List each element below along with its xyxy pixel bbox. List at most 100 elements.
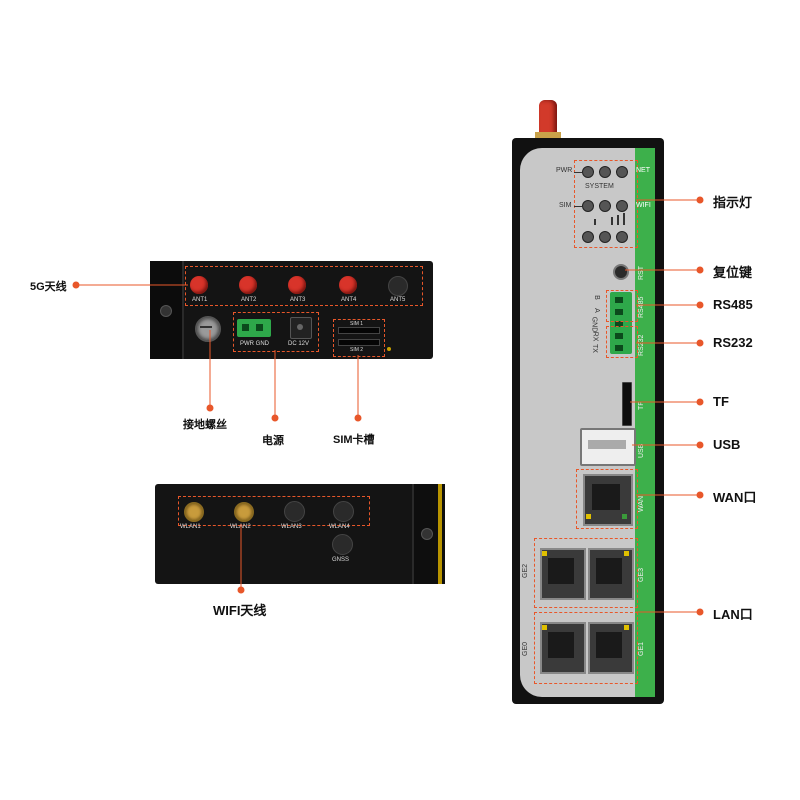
label-sim1: SIM 1 [350,321,364,327]
wan-port-inner [592,484,620,510]
callout-lan: LAN口 [713,607,753,622]
ge3-led [624,551,629,556]
dot-lan [696,608,704,616]
power-terminal-hole-1 [242,324,249,331]
top-panel-screw [160,305,172,317]
label-sim: SIM [559,202,572,209]
label-pwr: PWR [556,167,573,174]
callout-power: 电源 [262,435,284,447]
sma-wlan2 [234,502,254,522]
callout-reset: 复位键 [713,265,753,280]
dot-wifi [237,586,245,594]
front-panel-grey [520,148,635,697]
led-2 [599,166,611,178]
ge0-inner [548,632,574,658]
label-wlan3: WLAN3 [281,524,302,530]
rs485-group-box [606,290,638,322]
sma-wlan4 [333,501,354,522]
terminal-hole-2 [615,309,623,315]
sma-wlan1 [184,502,204,522]
led-3 [616,166,628,178]
led-9 [616,231,628,243]
sim-led [387,347,391,351]
wan-led-2 [622,514,627,519]
sim-slot-1 [338,327,380,334]
terminal-hole-5 [615,345,623,351]
callout-indicator: 指示灯 [713,195,753,210]
dot-reset [696,266,704,274]
ground-screw [195,316,221,342]
label-pwr-gnd: PWR GND [240,341,269,347]
dot-tf [696,398,704,406]
label-dc12v: DC 12V [288,341,310,347]
led-sim-line [574,206,582,207]
signal-bar-3 [617,215,619,225]
dot-rs232 [696,339,704,347]
sma-ant1 [190,276,208,294]
signal-bars-icon [594,219,596,225]
callout-wan: WAN口 [713,490,757,505]
label-sim2: SIM 2 [350,347,364,353]
led-7 [582,231,594,243]
ge0-led [542,625,547,630]
indicator-group-box [574,160,638,248]
led-4 [582,200,594,212]
label-ant4: ANT4 [341,297,357,303]
top-panel-device: ANT1 ANT2 ANT3 ANT4 ANT5 PWR GND DC 12V … [150,261,433,359]
power-terminal-hole-2 [256,324,263,331]
label-ant3: ANT3 [290,297,306,303]
label-wlan2: WLAN2 [230,524,251,530]
callout-tf: TF [713,394,729,409]
callout-5g-antenna: 5G天线 [30,281,67,293]
sma-ant5 [388,276,408,296]
sma-wlan3 [284,501,305,522]
dot-power [271,414,279,422]
terminal-hole-3 [615,321,623,327]
led-1 [582,166,594,178]
rs232-group-box [606,326,638,358]
sma-gnss [332,534,353,555]
led-pwr-line [574,172,582,173]
reset-button[interactable] [613,264,629,280]
label-gnss: GNSS [332,557,350,563]
ge3-inner [596,558,622,584]
lan-upper-group-box [534,538,638,608]
wifi-bracket-edge [438,484,442,584]
dot-indicator [696,196,704,204]
dot-5g [72,281,80,289]
label-ant1: ANT1 [192,297,208,303]
sim-slot-2 [338,339,380,346]
callout-rs232: RS232 [713,335,753,350]
sma-ant2 [239,276,257,294]
callout-usb: USB [713,437,741,452]
label-system: SYSTEM [585,183,614,190]
signal-bar-2 [611,217,613,225]
label-wifi: WIFI [636,202,651,209]
power-group-box [233,312,319,352]
terminal-hole-4 [615,333,623,339]
antenna-group-box [185,266,423,306]
sma-ant3 [288,276,306,294]
label-wlan4: WLAN4 [329,524,350,530]
ground-screw-slot [200,326,212,328]
top-antenna [539,100,557,138]
dot-sim [354,414,362,422]
led-6 [616,200,628,212]
ge2-led [542,551,547,556]
callout-ground-screw: 接地螺丝 [183,419,227,431]
led-8 [599,231,611,243]
usb-port-tongue [588,440,626,449]
dot-usb [696,441,704,449]
ge2-inner [548,558,574,584]
label-net: NET [636,167,650,174]
sma-ant4 [339,276,357,294]
led-5 [599,200,611,212]
ge1-led [624,625,629,630]
wifi-panel-device: WLAN1 WLAN2 WLAN3 WLAN4 GNSS [155,484,445,584]
tf-slot[interactable] [622,382,632,426]
power-terminal [237,319,271,337]
dot-ground [206,404,214,412]
wifi-antenna-group-box [178,496,370,526]
dc-jack-pin [297,324,303,330]
